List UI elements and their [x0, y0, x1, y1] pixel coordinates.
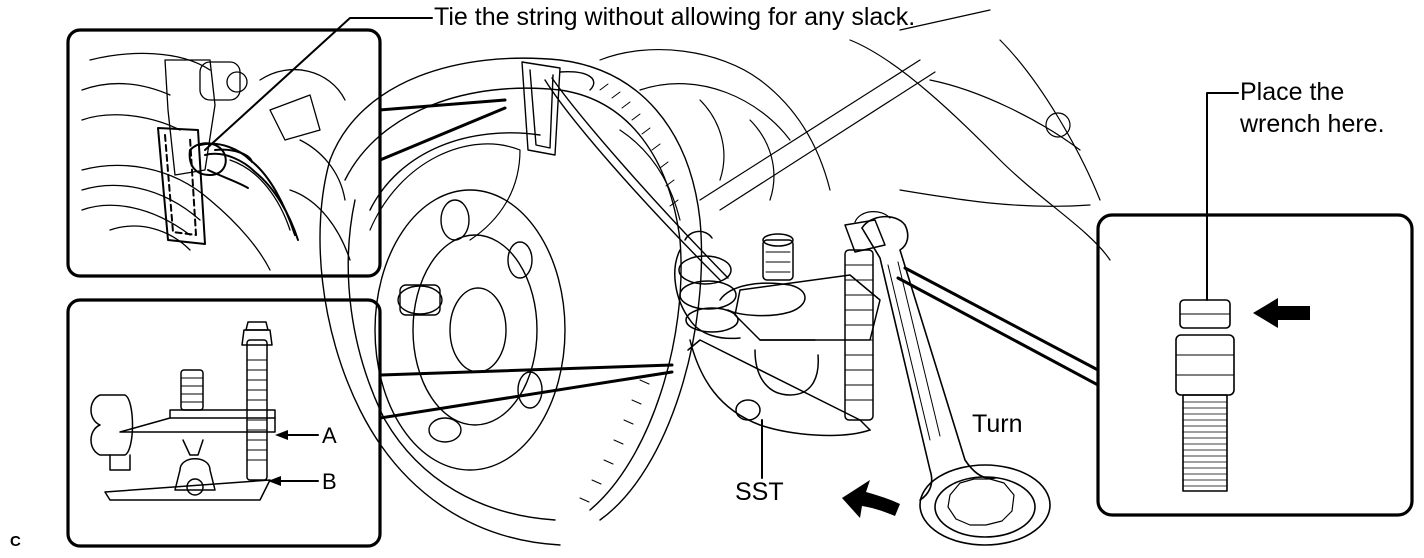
- callout-tie-string: Tie the string without allowing for any …: [434, 3, 916, 31]
- callout-place-wrench-line1: Place the: [1240, 78, 1345, 106]
- inset-sst-detail: [66, 298, 674, 548]
- brake-disc: [319, 57, 703, 546]
- callout-place-wrench-line2: wrench here.: [1240, 110, 1385, 138]
- figure-code: C: [10, 533, 21, 550]
- sst-puller-main: [674, 219, 886, 437]
- curved-arrow-icon: [842, 480, 900, 518]
- string-loop-inset: [157, 127, 299, 245]
- callout-part-b: B: [322, 469, 337, 494]
- arrow-left-icon: [1253, 298, 1310, 328]
- inset-wrench-detail: [896, 92, 1414, 517]
- callout-sst: SST: [735, 478, 784, 506]
- callout-turn: Turn: [972, 410, 1023, 438]
- string-loop-main: [521, 61, 729, 281]
- suspension-background: [599, 9, 1111, 261]
- callout-part-a: A: [322, 423, 337, 448]
- wrench-main: [854, 211, 1051, 546]
- inset-string-detail: [66, 28, 507, 278]
